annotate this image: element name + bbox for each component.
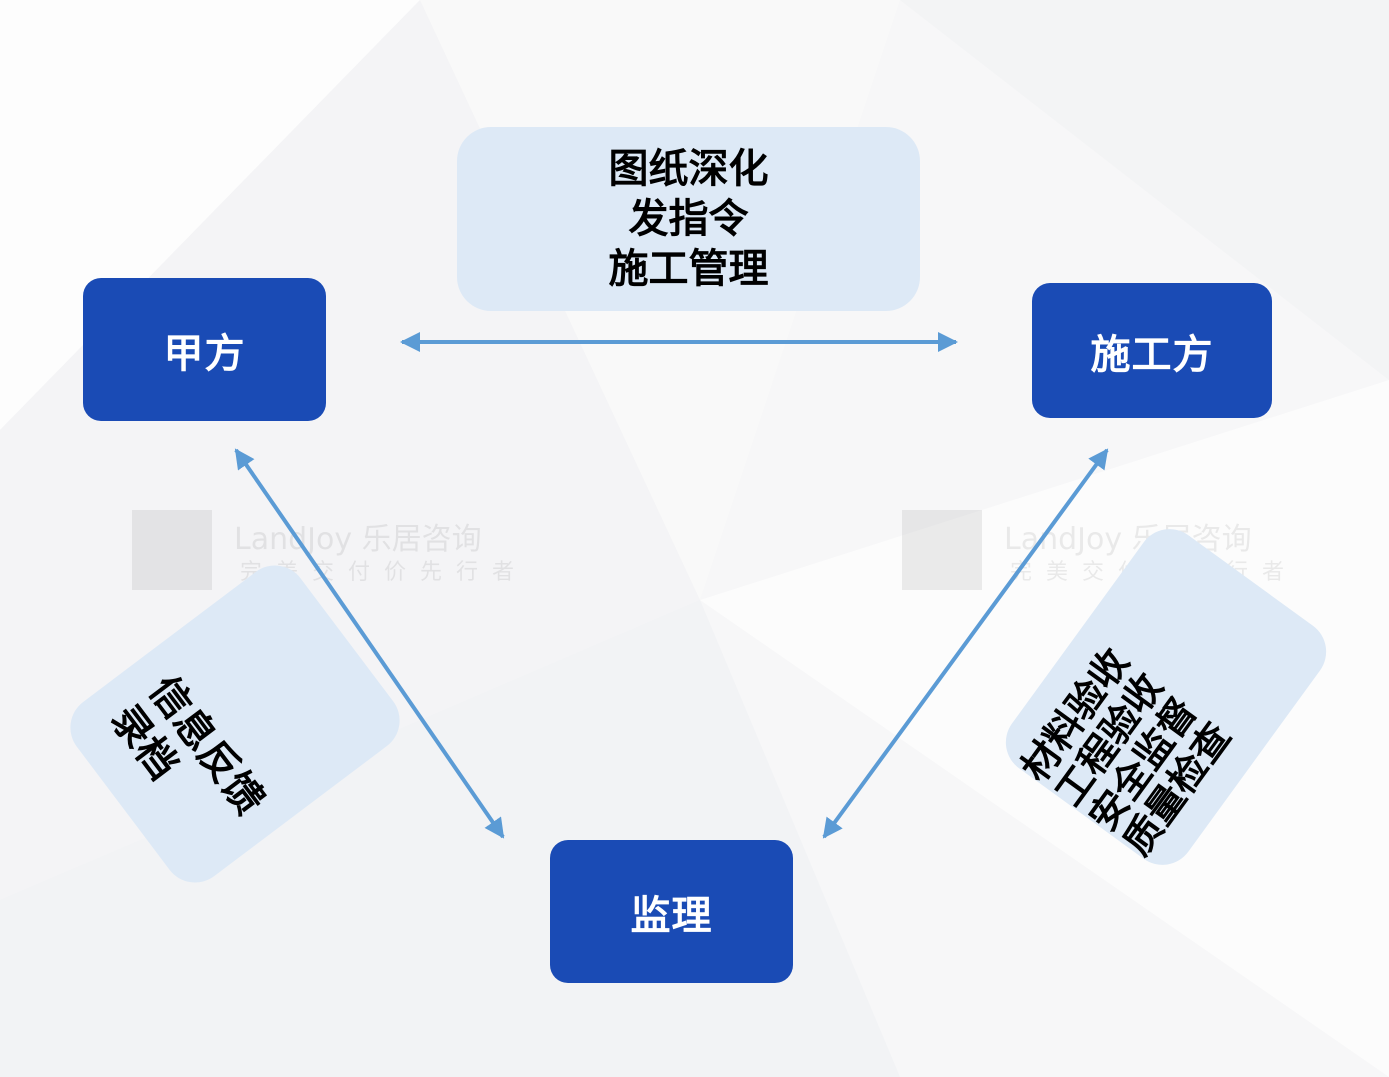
label-line: 图纸深化 (608, 146, 769, 192)
label-owner-contractor: 图纸深化 发指令 施工管理 (457, 127, 920, 311)
watermark-house-icon (132, 510, 212, 590)
node-supervisor: 监理 (550, 840, 793, 983)
label-line: 施工管理 (608, 246, 769, 292)
node-contractor: 施工方 (1032, 283, 1272, 418)
label-line: 发指令 (628, 196, 749, 242)
node-owner: 甲方 (83, 278, 326, 421)
arrow-owner-supervisor (234, 448, 505, 839)
arrow-contractor-supervisor (822, 448, 1109, 839)
